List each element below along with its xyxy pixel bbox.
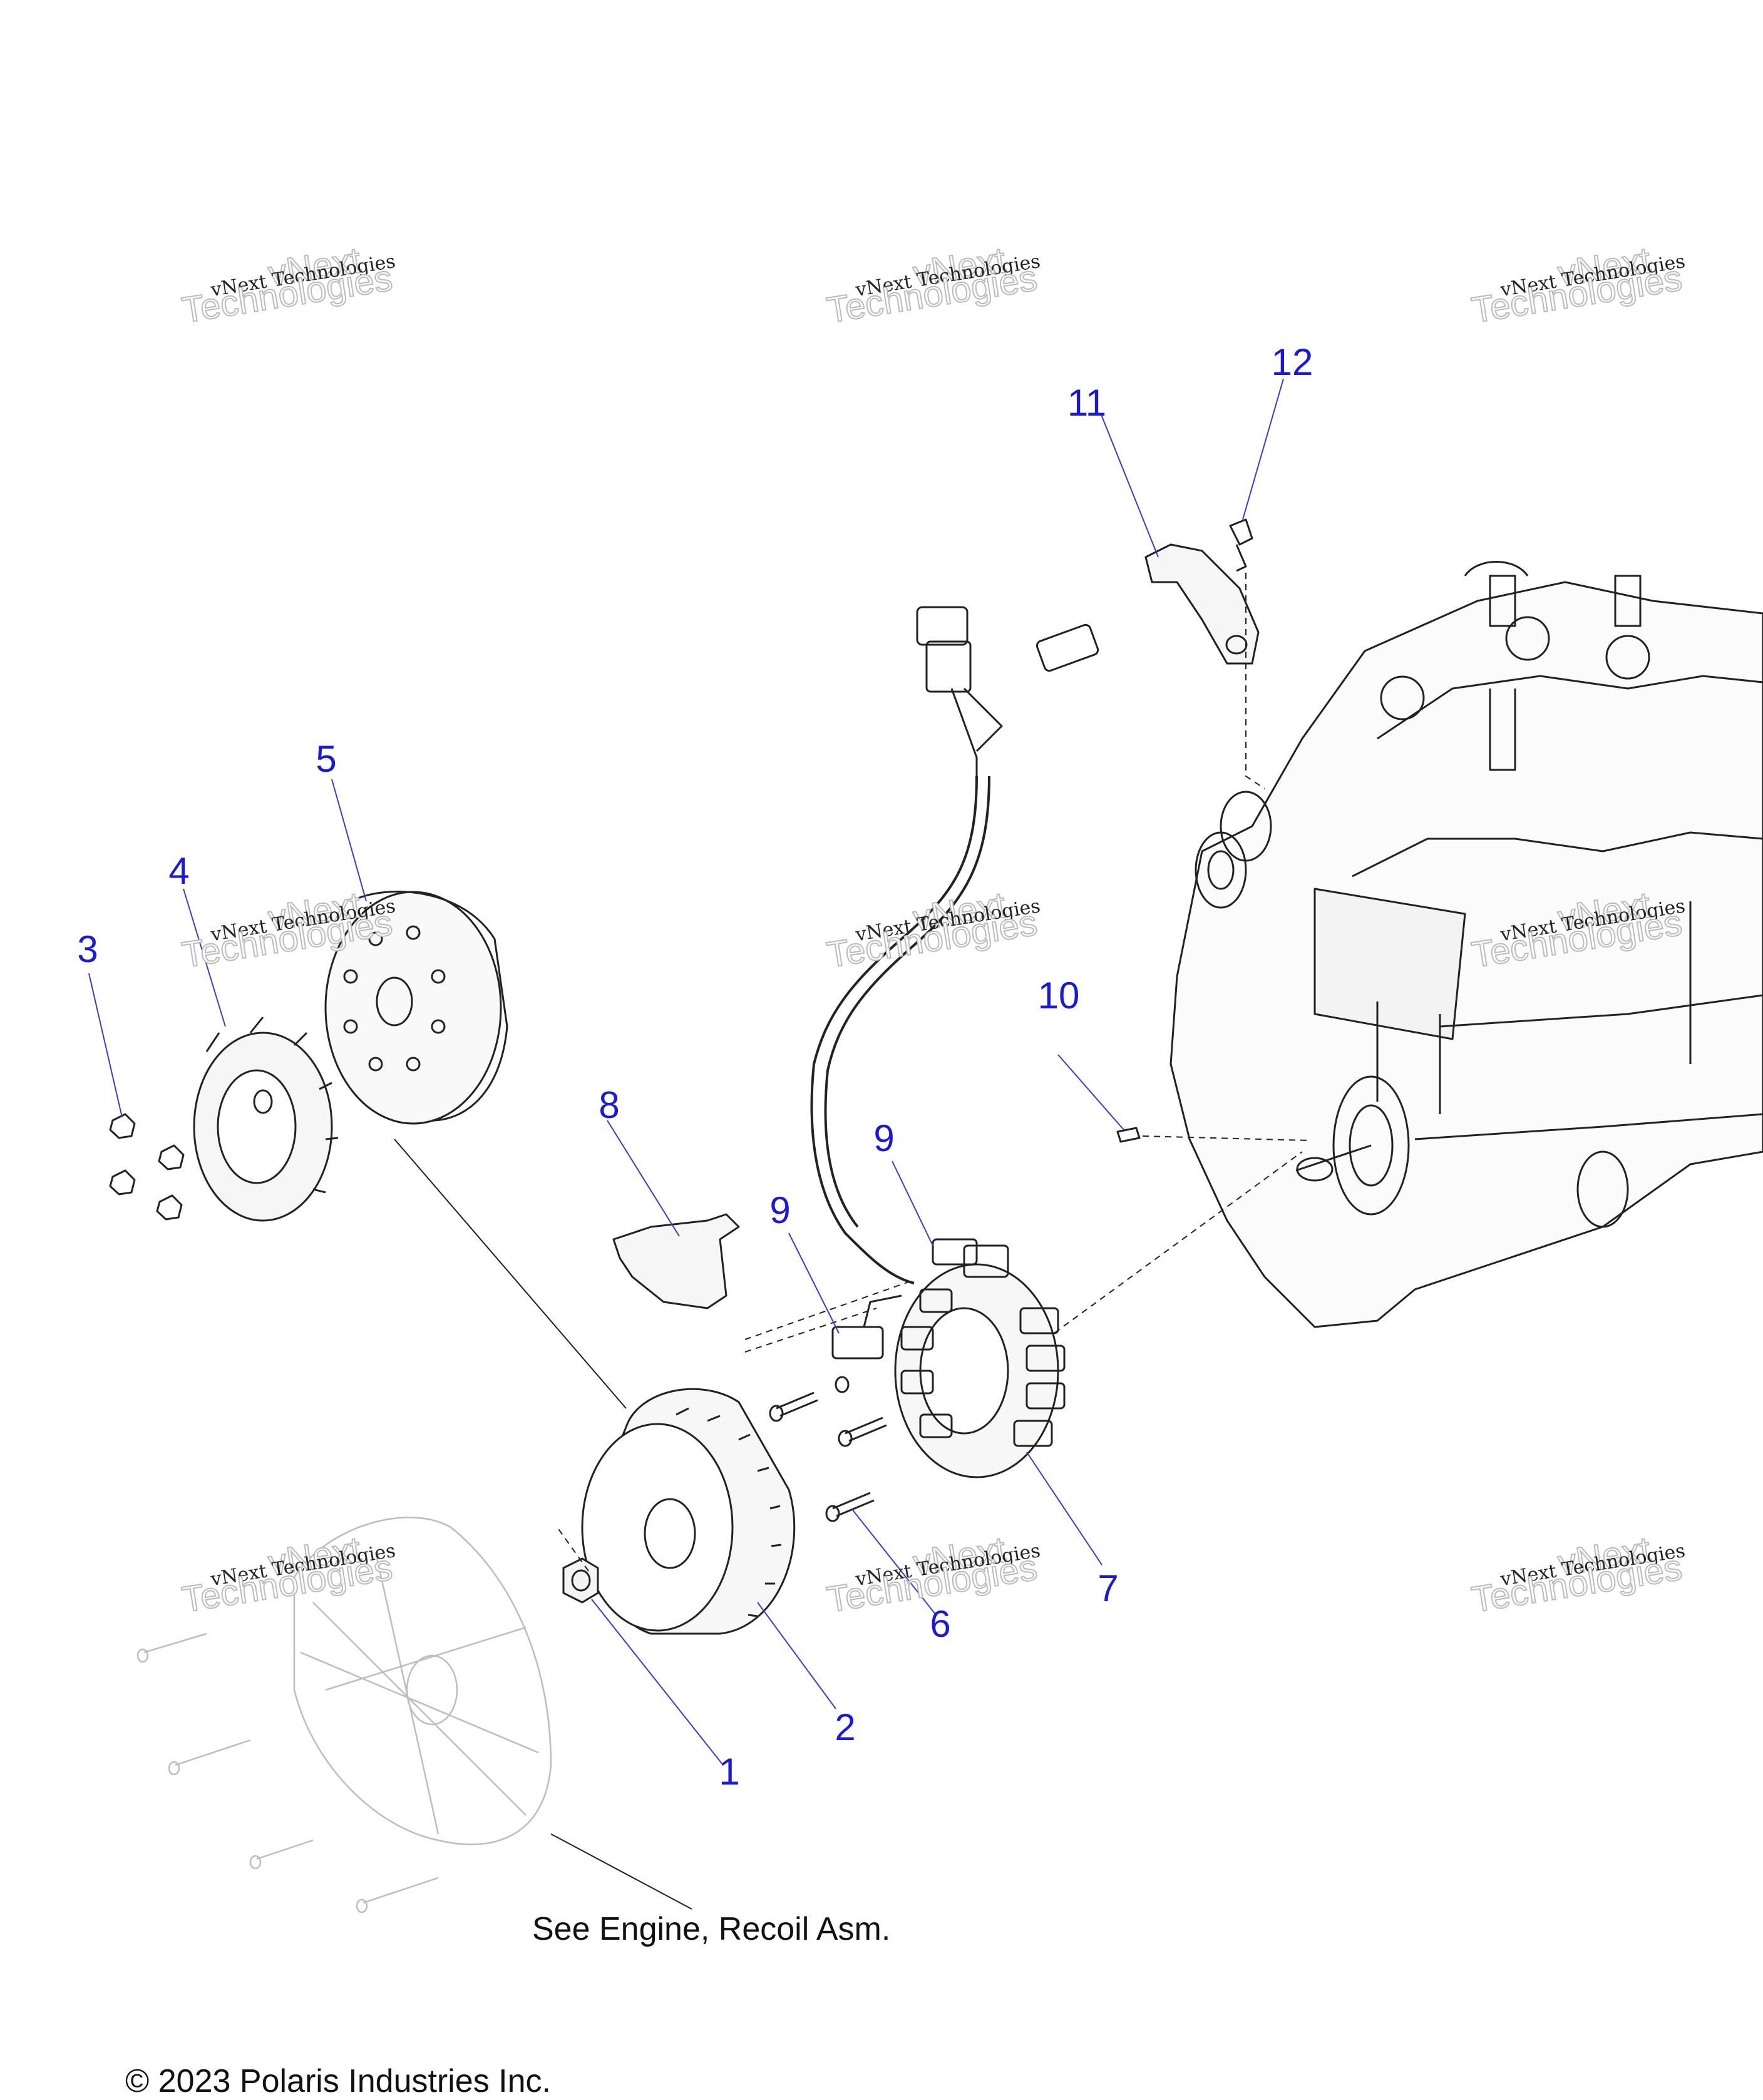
bracket-11 [1144,543,1260,665]
callout-2: 2 [835,1706,856,1748]
ring-gear-5 [324,891,508,1125]
stator-7 [894,1244,1066,1478]
screws-6 [769,1376,887,1522]
callout-6: 6 [930,1603,951,1645]
callout-10: 10 [1037,975,1080,1017]
flywheel-2 [581,1388,796,1635]
nut-1 [562,1557,599,1604]
bolt-12 [1229,518,1253,572]
wiring-harness [810,606,1099,1284]
callout-8: 8 [599,1084,620,1126]
fan-hub-4 [193,1017,339,1222]
callout-4: 4 [168,850,190,892]
callout-3: 3 [77,928,98,970]
callout-5: 5 [316,738,337,780]
callout-9-right: 9 [873,1117,895,1159]
engine-block [1169,561,1763,1328]
bracket-8 [612,1213,740,1309]
bolts-3 [109,1113,185,1221]
sensor-9-left [831,1294,902,1360]
key-10 [1116,1127,1141,1143]
copyright-notice: © 2023 Polaris Industries Inc. [125,2063,551,2099]
callout-1: 1 [719,1751,740,1793]
callout-7: 7 [1097,1567,1119,1609]
callout-9-left: 9 [769,1189,791,1231]
callout-12: 12 [1271,341,1313,383]
recoil-reference-note: See Engine, Recoil Asm. [532,1911,891,1947]
sensor-9-right [932,1238,978,1266]
callout-11: 11 [1067,382,1107,424]
recoil-housing [136,1517,552,1913]
